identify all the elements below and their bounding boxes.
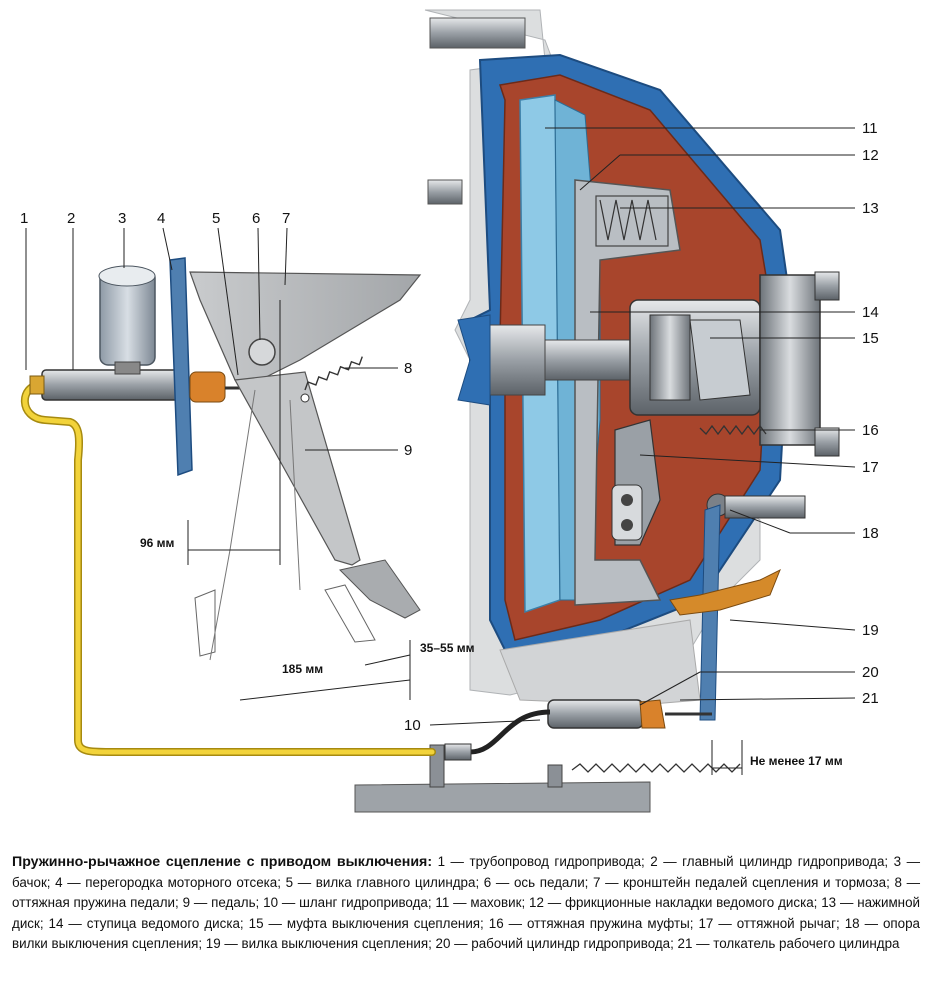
lever-roller (611, 484, 643, 541)
dimension-35-55mm: 35–55 мм (420, 641, 475, 655)
label-2: 2 (67, 210, 75, 227)
driven-disk-hub (544, 339, 636, 381)
label-21: 21 (862, 690, 879, 707)
lever-roller-ball-2 (621, 519, 633, 531)
pedal-ghost-1 (194, 589, 216, 657)
dimension-min-17mm: Не менее 17 мм (750, 754, 843, 768)
lever-roller-ball-1 (621, 494, 633, 506)
fork-boot (669, 568, 781, 616)
hydraulic-hose (469, 709, 551, 755)
clutch-pedal (234, 371, 361, 566)
caption-title: Пружинно-рычажное сцепление с приводом в… (12, 854, 433, 870)
pedal-pad (339, 559, 421, 619)
label-4: 4 (157, 210, 165, 227)
dimension-185mm: 185 мм (282, 662, 323, 676)
release-fork (699, 504, 721, 721)
sleeve-return-spring (699, 424, 767, 436)
pedal-axis (248, 338, 276, 366)
pressure-plate (574, 179, 681, 606)
engine-stud (427, 179, 463, 205)
label-20: 20 (862, 664, 879, 681)
label-7: 7 (282, 210, 290, 227)
label-11: 11 (862, 120, 878, 137)
master-cylinder (41, 369, 183, 401)
shaft-bearing-cap (457, 314, 491, 406)
label-9: 9 (404, 442, 412, 459)
fork-support-bolt (724, 495, 806, 519)
label-14: 14 (862, 304, 879, 321)
reservoir-cap (98, 265, 156, 287)
hydraulic-pipe-highlight (22, 382, 435, 755)
reservoir-neck (114, 361, 141, 375)
firewall-partition (169, 257, 193, 477)
clutch-diagram: 1 2 3 4 5 6 7 8 9 10 11 12 13 14 15 16 1… (20, 9, 879, 813)
dimension-lines (187, 300, 743, 775)
input-shaft (484, 324, 546, 396)
spring-bracket (547, 764, 563, 788)
label-18: 18 (862, 525, 879, 542)
slave-cylinder (547, 699, 644, 729)
label-15: 15 (862, 330, 879, 347)
release-sleeve-cut (689, 319, 751, 401)
pressure-springs (595, 195, 669, 247)
pipe-fitting (29, 375, 45, 395)
flange-bolt-top (814, 271, 840, 301)
label-19: 19 (862, 622, 879, 639)
pedal-ghost-arm-2 (289, 399, 301, 591)
pedal-ghost-2 (324, 584, 376, 643)
housing-bottom (499, 619, 701, 706)
caption-text: 1 — трубопровод гидропривода; 2 — главны… (12, 854, 920, 951)
dimension-96mm: 96 мм (140, 536, 175, 550)
floor-plate (354, 781, 651, 813)
label-17: 17 (862, 459, 879, 476)
label-10: 10 (404, 717, 421, 734)
slave-cylinder-boot (639, 699, 666, 729)
label-13: 13 (862, 200, 879, 217)
release-bearing (649, 314, 691, 401)
label-8: 8 (404, 360, 412, 377)
figure-caption: Пружинно-рычажное сцепление с приводом в… (12, 852, 920, 955)
pedal-bracket (189, 271, 422, 381)
engine-bolt-top (429, 17, 526, 49)
label-6: 6 (252, 210, 260, 227)
pedal-ghost-arm-1 (209, 389, 256, 661)
label-1: 1 (20, 210, 28, 227)
label-5: 5 (212, 210, 220, 227)
label-16: 16 (862, 422, 879, 439)
pedal-return-spring (304, 356, 363, 391)
hose-fitting (444, 743, 472, 761)
label-3: 3 (118, 210, 126, 227)
spring-pin (300, 393, 310, 403)
master-piston (189, 371, 226, 403)
leader-lines (25, 127, 856, 726)
label-12: 12 (862, 147, 879, 164)
gearbox-flange (759, 274, 821, 446)
flange-bolt-bottom (814, 427, 840, 457)
